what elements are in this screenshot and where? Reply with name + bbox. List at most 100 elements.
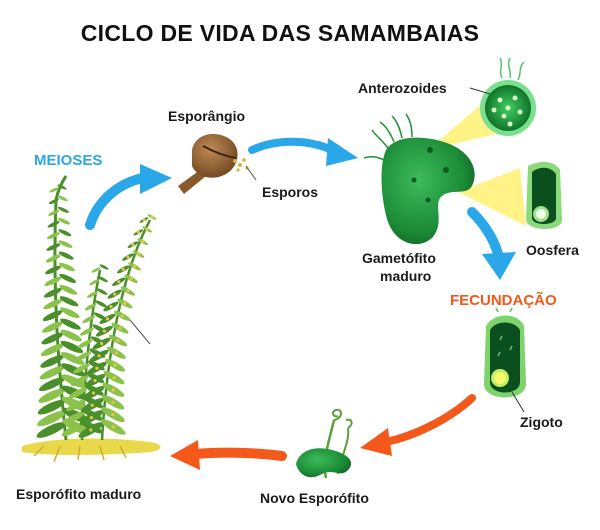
fern-leaflet bbox=[37, 410, 66, 427]
fern-leaflet bbox=[58, 229, 72, 237]
sorus-dot bbox=[126, 255, 130, 259]
fern-leaflet bbox=[84, 303, 97, 311]
sorus-dot bbox=[150, 215, 154, 219]
fern-leaflet bbox=[49, 187, 59, 193]
gametophyte-illustration bbox=[363, 113, 475, 245]
archegonium-spotlight bbox=[458, 168, 526, 226]
gametophyte-label-line1: Gametófito bbox=[362, 250, 436, 266]
sorus-dot bbox=[117, 280, 121, 284]
fern-leaflet bbox=[39, 366, 65, 380]
fern-leaflet bbox=[44, 276, 62, 286]
fern-leaflet bbox=[86, 291, 98, 298]
meiosis-arrow-top bbox=[248, 137, 358, 166]
fern-leaflet bbox=[75, 351, 92, 361]
fecundation-arrow-upper bbox=[360, 394, 476, 456]
fern-leaflet bbox=[60, 340, 84, 354]
sorus-dot bbox=[97, 354, 101, 358]
sorus-dot bbox=[116, 338, 120, 343]
fern-leaflet bbox=[57, 195, 68, 202]
new-sporophyte-label: Novo Esporófito bbox=[260, 490, 369, 506]
mature-sporophyte-label: Esporófito maduro bbox=[16, 486, 142, 502]
sorus-dot bbox=[112, 375, 116, 380]
fern-leaflet bbox=[39, 377, 65, 392]
fecundation-label: FECUNDAÇÃO bbox=[450, 292, 557, 309]
sorus-dot bbox=[132, 264, 137, 269]
fern-leaflet bbox=[99, 264, 109, 270]
antherozoids-label: Anterozoides bbox=[358, 80, 447, 96]
fern-leaflet bbox=[59, 307, 80, 319]
spores-label: Esporos bbox=[262, 184, 319, 200]
fern-leaflet bbox=[38, 388, 65, 403]
sorus-dot bbox=[105, 317, 110, 321]
sorus-dot bbox=[129, 277, 133, 281]
zygote-illustration bbox=[484, 307, 526, 413]
fern-leaflet bbox=[43, 299, 63, 310]
fern-leaflet bbox=[45, 254, 61, 263]
fern-leaflet bbox=[59, 285, 78, 295]
fern-leaflet bbox=[73, 363, 90, 374]
fern-leaflet bbox=[60, 318, 81, 330]
sorus-dot bbox=[114, 351, 118, 355]
sorus-dot bbox=[126, 289, 130, 293]
meiosis-arrow-right bbox=[467, 207, 516, 280]
sorus-dot bbox=[118, 326, 122, 330]
fern-leaflet bbox=[58, 240, 73, 248]
antheridium-zoom bbox=[469, 57, 536, 136]
sorus-dot bbox=[113, 292, 117, 296]
gametophyte-label-line2: maduro bbox=[380, 268, 432, 284]
fern-leaflet bbox=[89, 279, 100, 286]
archegonium-zoom bbox=[526, 161, 562, 229]
sporangium-label: Esporângio bbox=[168, 108, 246, 124]
fern-leaflet bbox=[43, 288, 62, 298]
sorus-dot bbox=[111, 388, 115, 392]
fern-leaflet bbox=[47, 221, 60, 228]
fern-leaflet bbox=[58, 218, 71, 225]
fern-leaflet bbox=[57, 184, 67, 190]
fern-leaflet bbox=[42, 321, 63, 333]
sorus-dot bbox=[102, 329, 106, 333]
fern-leaflet bbox=[98, 276, 108, 283]
fern-leaflet bbox=[36, 422, 66, 438]
fern-leaflet bbox=[93, 312, 107, 321]
sorus-dot bbox=[142, 218, 146, 222]
fern-leaflet bbox=[80, 327, 94, 336]
sorus-dot bbox=[111, 413, 115, 417]
meiosis-arrow-left bbox=[85, 164, 172, 230]
sorus-dot bbox=[136, 230, 140, 234]
sorus-dot bbox=[90, 403, 94, 407]
sorus-dot bbox=[95, 366, 99, 370]
sorus-dot bbox=[93, 378, 97, 383]
fern-leaflet bbox=[41, 332, 64, 345]
fern-leaflet bbox=[40, 343, 64, 357]
sporangium-illustration bbox=[178, 134, 257, 194]
fern-leaflet bbox=[96, 288, 108, 295]
fern-leaflet bbox=[40, 355, 64, 368]
sorus-dot bbox=[121, 267, 125, 272]
fern-leaflet bbox=[46, 243, 61, 251]
meiosis-label: MEIOSES bbox=[34, 152, 103, 169]
fern-leaflet bbox=[95, 300, 108, 308]
fecundation-arrow-lower bbox=[170, 440, 287, 470]
fern-leaflet bbox=[46, 232, 60, 240]
fern-leaflet bbox=[63, 411, 85, 424]
fern-leaflet bbox=[70, 375, 89, 386]
sorus-dot bbox=[131, 243, 135, 247]
sorus-dot bbox=[109, 304, 113, 309]
sorus-dot bbox=[145, 227, 149, 231]
fern-leaflet bbox=[58, 251, 74, 260]
sorus-dot bbox=[89, 416, 93, 420]
fern-leaflet bbox=[48, 209, 60, 216]
egg-cell-label: Oosfera bbox=[526, 242, 579, 258]
sorus-dot bbox=[99, 341, 104, 346]
fern-leaflet bbox=[37, 399, 66, 415]
fern-leaflet bbox=[61, 363, 86, 377]
sorus-dot bbox=[91, 391, 96, 395]
new-sporophyte-illustration bbox=[296, 408, 353, 479]
sorus-dot bbox=[113, 363, 117, 367]
sorus-dot bbox=[111, 425, 115, 429]
fern-leaflet bbox=[66, 399, 86, 412]
fern-leaflet bbox=[59, 262, 75, 272]
fern-leaflet bbox=[48, 198, 59, 205]
fern-leaflet bbox=[57, 206, 69, 213]
